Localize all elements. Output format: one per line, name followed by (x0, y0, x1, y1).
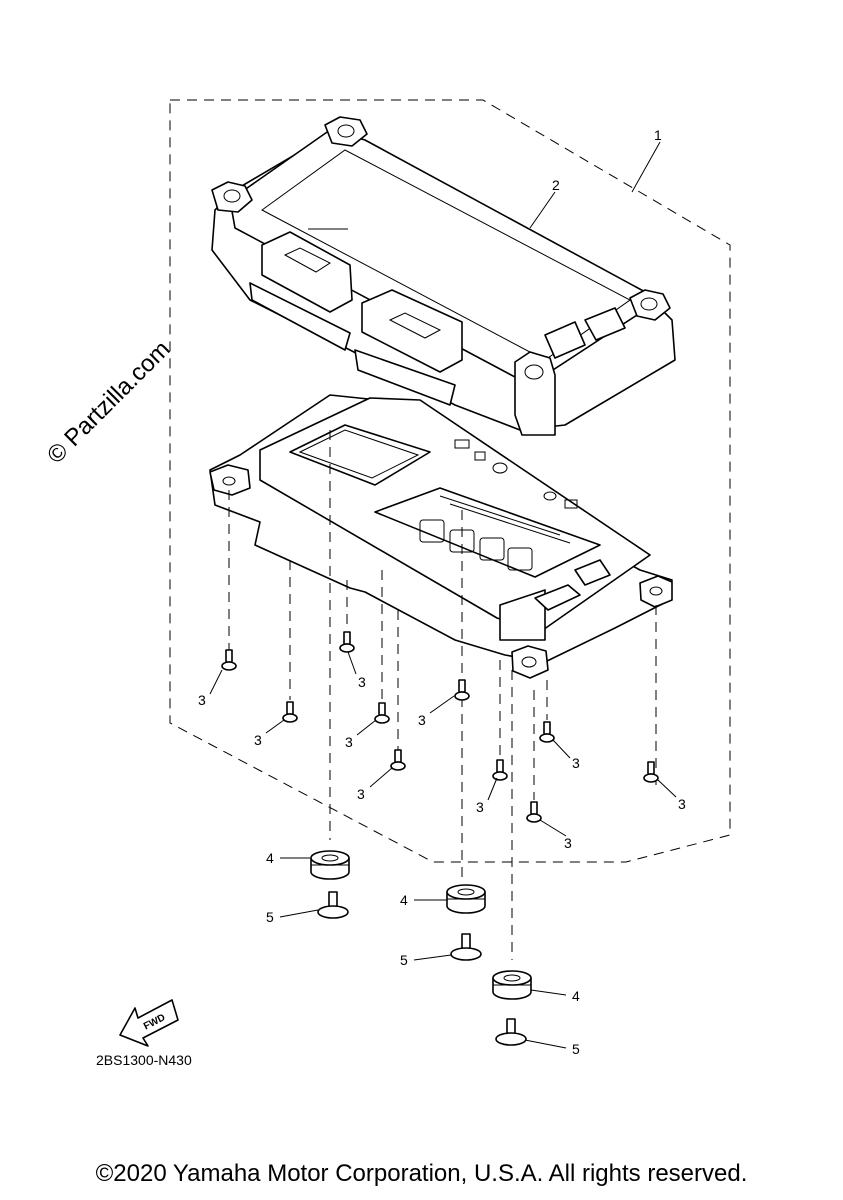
figure-code: 2BS1300-N430 (96, 1052, 192, 1068)
bolt (450, 933, 482, 961)
callout-5: 5 (266, 909, 274, 925)
callout-4: 4 (400, 892, 408, 908)
callout-3: 3 (254, 732, 262, 748)
screw (492, 759, 508, 781)
screw (339, 631, 355, 653)
screws (221, 631, 659, 823)
screw (539, 721, 555, 743)
grommet (492, 970, 532, 1000)
bolt (317, 891, 349, 919)
grommets (310, 850, 532, 1000)
screw (526, 801, 542, 823)
callout-2: 2 (552, 177, 560, 193)
callout-3: 3 (357, 786, 365, 802)
callout-3: 3 (572, 755, 580, 771)
callout-4: 4 (572, 988, 580, 1004)
screw (390, 749, 406, 771)
grommet (446, 884, 486, 914)
leader-lines (209, 141, 677, 1049)
indicator-symbols (454, 439, 578, 509)
callout-3: 3 (476, 799, 484, 815)
copyright-notice: ©2020 Yamaha Motor Corporation, U.S.A. A… (95, 1160, 748, 1187)
callout-3: 3 (564, 835, 572, 851)
upper-case (211, 116, 676, 436)
callout-3: 3 (418, 712, 426, 728)
callout-labels: 1 2 3 3 3 3 3 3 3 3 3 3 4 4 4 5 5 5 (198, 127, 686, 1057)
callout-3: 3 (345, 734, 353, 750)
callout-4: 4 (266, 850, 274, 866)
mount-front (511, 645, 549, 679)
screw (282, 701, 298, 723)
callout-5: 5 (572, 1041, 580, 1057)
screw (454, 679, 470, 701)
screw (374, 702, 390, 724)
screw (221, 649, 237, 671)
mount-right (639, 575, 673, 608)
bolt (495, 1018, 527, 1046)
boss-top-left (211, 181, 253, 213)
boss-front (514, 351, 556, 436)
callout-3: 3 (358, 674, 366, 690)
callout-3: 3 (678, 796, 686, 812)
mount-left (209, 464, 251, 496)
assembly-boundary (169, 99, 731, 863)
boss-top (324, 116, 368, 147)
callout-3: 3 (198, 692, 206, 708)
lower-case (209, 394, 673, 679)
guide-lines (228, 430, 657, 960)
callout-5: 5 (400, 952, 408, 968)
bolts (317, 891, 527, 1046)
boss-right (629, 289, 671, 321)
fwd-arrow-icon: FWD (119, 999, 179, 1047)
screw (643, 761, 659, 783)
grommet (310, 850, 350, 880)
callout-1: 1 (654, 127, 662, 143)
